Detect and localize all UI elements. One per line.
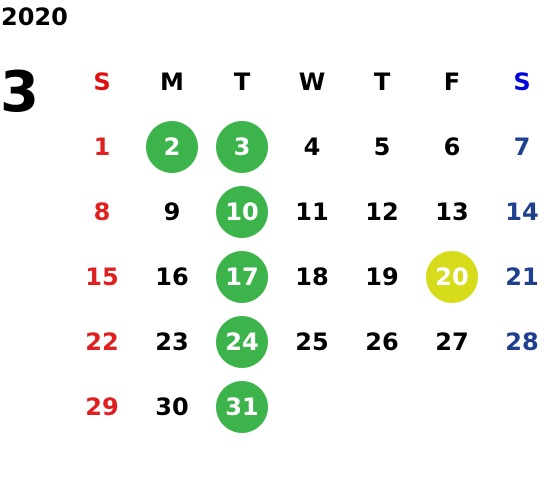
day-cell[interactable]: 8 [67,179,137,244]
highlight-dot-green [216,315,268,368]
day-cell[interactable]: 30 [137,374,207,439]
day-number: 21 [505,262,539,291]
day-number: 13 [435,197,469,226]
highlight-dot-green [216,250,268,303]
day-cell[interactable]: 16 [137,244,207,309]
day-cell[interactable]: 15 [67,244,137,309]
day-number: 12 [365,197,399,226]
day-number: 7 [513,132,531,161]
weekday-header: S [513,67,531,96]
day-cell[interactable]: 3 [207,114,277,179]
day-number: 5 [373,132,391,161]
day-cell[interactable]: 10 [207,179,277,244]
day-cell[interactable]: 27 [417,309,487,374]
highlight-dot-green [216,120,268,173]
empty-day-cell [347,374,417,439]
highlight-dot-green [216,380,268,433]
day-cell[interactable]: 31 [207,374,277,439]
day-number: 27 [435,327,469,356]
weekday-header: T [373,67,391,96]
day-number: 29 [85,392,119,421]
day-cell[interactable]: 24 [207,309,277,374]
day-cell[interactable]: 22 [67,309,137,374]
day-number: 1 [93,132,111,161]
weekday-header: T [233,67,251,96]
empty-day-cell [487,374,548,439]
day-cell[interactable]: 11 [277,179,347,244]
month-label: 3 [0,60,39,125]
day-cell[interactable]: 1 [67,114,137,179]
day-number: 16 [155,262,189,291]
highlight-dot-green [146,120,198,173]
day-number: 8 [93,197,111,226]
highlight-dot-yellow [426,250,478,303]
highlight-dot-green [216,185,268,238]
day-number: 11 [295,197,329,226]
day-cell[interactable]: 4 [277,114,347,179]
day-cell[interactable]: 19 [347,244,417,309]
empty-day-cell [277,374,347,439]
day-cell[interactable]: 23 [137,309,207,374]
day-cell[interactable]: 29 [67,374,137,439]
year-label: 2020 [1,3,68,31]
day-cell[interactable]: 20 [417,244,487,309]
day-cell[interactable]: 12 [347,179,417,244]
day-cell[interactable]: 28 [487,309,548,374]
day-number: 31 [225,392,259,421]
day-cell[interactable]: 14 [487,179,548,244]
day-number: 28 [505,327,539,356]
day-cell[interactable]: 21 [487,244,548,309]
weekday-header: W [298,67,326,96]
day-cell[interactable]: 26 [347,309,417,374]
empty-day-cell [417,374,487,439]
day-cell[interactable]: 18 [277,244,347,309]
day-cell[interactable]: 9 [137,179,207,244]
day-number: 9 [163,197,181,226]
weekday-header: F [443,67,461,96]
day-cell[interactable]: 17 [207,244,277,309]
day-number: 25 [295,327,329,356]
day-number: 14 [505,197,539,226]
day-number: 10 [225,197,259,226]
day-cell[interactable]: 2 [137,114,207,179]
day-cell[interactable]: 6 [417,114,487,179]
day-number: 24 [225,327,259,356]
day-cell[interactable]: 7 [487,114,548,179]
day-number: 18 [295,262,329,291]
weekday-header: M [160,67,184,96]
day-number: 22 [85,327,119,356]
day-cell[interactable]: 25 [277,309,347,374]
day-number: 20 [435,262,469,291]
day-number: 2 [163,132,181,161]
day-number: 6 [443,132,461,161]
day-number: 26 [365,327,399,356]
day-cell[interactable]: 13 [417,179,487,244]
day-number: 17 [225,262,259,291]
day-number: 4 [303,132,321,161]
day-number: 23 [155,327,189,356]
day-number: 3 [233,132,251,161]
day-number: 19 [365,262,399,291]
day-number: 30 [155,392,189,421]
weekday-header: S [93,67,111,96]
day-number: 15 [85,262,119,291]
day-cell[interactable]: 5 [347,114,417,179]
